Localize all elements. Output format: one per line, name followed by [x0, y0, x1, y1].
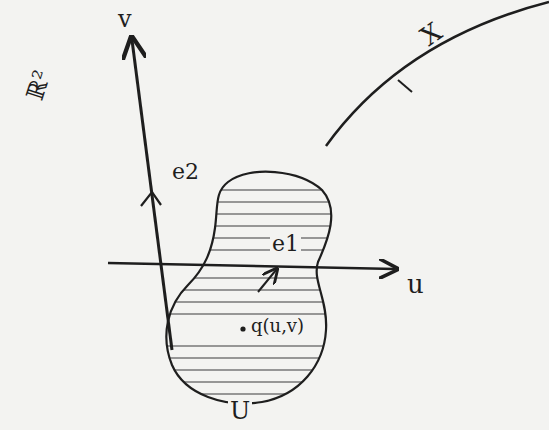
axis-label: u — [405, 270, 426, 299]
u-axis — [108, 263, 395, 269]
region-hatching — [160, 190, 340, 394]
point-q — [240, 326, 245, 331]
v-axis — [132, 40, 172, 350]
e2-arrowhead — [141, 192, 161, 206]
vector-label: e1 — [270, 232, 301, 256]
curve-label: X — [414, 16, 449, 52]
surface-curve — [326, 2, 549, 146]
region-outline — [166, 172, 331, 404]
point-label: q(u,v) — [249, 316, 306, 336]
space-label: ℝ² — [21, 65, 56, 105]
e1-vector — [258, 270, 276, 292]
axis-label: v — [116, 6, 134, 32]
curve-tick — [398, 80, 412, 92]
vector-label: e2 — [170, 160, 201, 184]
region-label: U — [228, 398, 252, 424]
